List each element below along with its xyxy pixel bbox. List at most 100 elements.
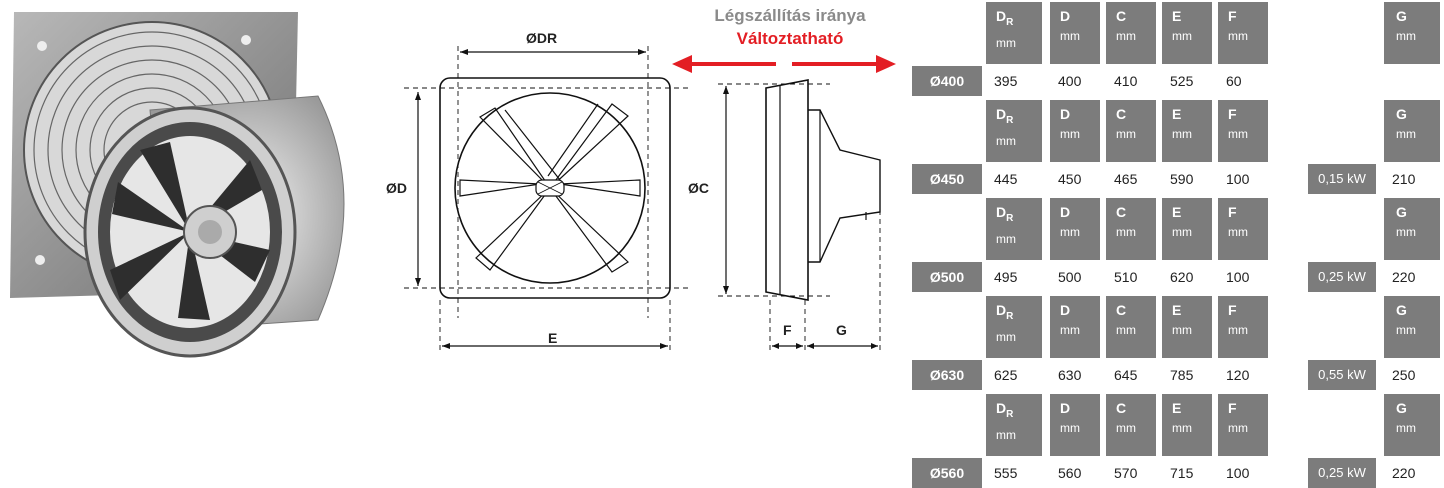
fan-product-photo bbox=[0, 0, 372, 380]
column-header-title: C bbox=[1116, 302, 1127, 318]
power-value: 0,25 kW bbox=[1308, 458, 1376, 488]
column-header-unit: mm bbox=[1060, 127, 1080, 141]
column-header-title: DR bbox=[996, 302, 1014, 322]
column-header-title: G bbox=[1396, 302, 1407, 318]
column-header-title: D bbox=[1060, 204, 1071, 220]
cell-value-e: 590 bbox=[1170, 171, 1194, 187]
cell-value-d: 450 bbox=[1058, 171, 1082, 187]
cell-value-g: 220 bbox=[1392, 269, 1416, 285]
cell-value-c: 410 bbox=[1114, 73, 1138, 89]
column-header-title: C bbox=[1116, 204, 1127, 220]
dim-label-d: ØD bbox=[386, 180, 407, 196]
column-header-subscript: R bbox=[1006, 310, 1014, 322]
cell-value-c: 645 bbox=[1114, 367, 1138, 383]
cell-value-e: 785 bbox=[1170, 367, 1194, 383]
column-header-unit: mm bbox=[996, 329, 1016, 344]
column-header-unit: mm bbox=[1396, 225, 1416, 239]
power-value: 0,55 kW bbox=[1308, 360, 1376, 390]
cell-value-f: 100 bbox=[1226, 171, 1250, 187]
column-header-subscript: R bbox=[1006, 16, 1014, 28]
row-label: Ø560 bbox=[912, 458, 982, 488]
column-header-unit: mm bbox=[996, 231, 1016, 246]
column-header-unit: mm bbox=[1060, 29, 1080, 43]
column-header-title: E bbox=[1172, 106, 1182, 122]
dim-label-dr: ØDR bbox=[526, 30, 558, 46]
cell-value-e: 715 bbox=[1170, 465, 1194, 481]
column-header-unit: mm bbox=[1116, 225, 1136, 239]
column-header-unit: mm bbox=[996, 427, 1016, 442]
cell-value-f: 100 bbox=[1226, 269, 1250, 285]
column-header-subscript: R bbox=[1006, 212, 1014, 224]
column-header-title: E bbox=[1172, 204, 1182, 220]
column-header-unit: mm bbox=[1396, 29, 1416, 43]
column-header-title: DR bbox=[996, 106, 1014, 126]
column-header-unit: mm bbox=[1172, 29, 1192, 43]
column-header-title: F bbox=[1228, 106, 1237, 122]
dim-label-e: E bbox=[548, 330, 558, 346]
technical-drawing bbox=[404, 46, 896, 350]
column-header-title: DR bbox=[996, 400, 1014, 420]
column-header-title: E bbox=[1172, 8, 1182, 24]
column-header-unit: mm bbox=[1228, 127, 1248, 141]
column-header-title: F bbox=[1228, 302, 1237, 318]
cell-value-g: 220 bbox=[1392, 465, 1416, 481]
cell-value-dr: 625 bbox=[994, 367, 1018, 383]
column-header-dr: DR mm bbox=[986, 394, 1042, 456]
power-value: 0,15 kW bbox=[1308, 164, 1376, 194]
cell-value-d: 400 bbox=[1058, 73, 1082, 89]
row-label: Ø630 bbox=[912, 360, 982, 390]
row-label: Ø450 bbox=[912, 164, 982, 194]
column-header-unit: mm bbox=[1060, 421, 1080, 435]
column-header-unit: mm bbox=[1228, 225, 1248, 239]
column-header-unit: mm bbox=[1396, 127, 1416, 141]
column-header-unit: mm bbox=[1228, 421, 1248, 435]
column-header-unit: mm bbox=[1116, 421, 1136, 435]
column-header-title: F bbox=[1228, 400, 1237, 416]
column-header-title: G bbox=[1396, 400, 1407, 416]
column-header-unit: mm bbox=[1172, 421, 1192, 435]
column-header-title: C bbox=[1116, 8, 1127, 24]
row-label: Ø500 bbox=[912, 262, 982, 292]
cell-value-c: 570 bbox=[1114, 465, 1138, 481]
column-header-title: F bbox=[1228, 204, 1237, 220]
dim-label-c: ØC bbox=[688, 180, 709, 196]
column-header-unit: mm bbox=[1060, 323, 1080, 337]
column-header-unit: mm bbox=[1116, 127, 1136, 141]
column-header-unit: mm bbox=[1396, 323, 1416, 337]
column-header-title: E bbox=[1172, 302, 1182, 318]
column-header-unit: mm bbox=[1172, 323, 1192, 337]
airflow-direction-title: Légszállítás iránya bbox=[714, 6, 866, 25]
cell-value-dr: 555 bbox=[994, 465, 1018, 481]
column-header-unit: mm bbox=[1116, 323, 1136, 337]
cell-value-dr: 495 bbox=[994, 269, 1018, 285]
column-header-unit: mm bbox=[1060, 225, 1080, 239]
column-header-title: D bbox=[1060, 106, 1071, 122]
column-header-dr: DR mm bbox=[986, 296, 1042, 358]
cell-value-dr: 395 bbox=[994, 73, 1018, 89]
column-header-title: G bbox=[1396, 204, 1407, 220]
cell-value-f: 100 bbox=[1226, 465, 1250, 481]
column-header-title: G bbox=[1396, 8, 1407, 24]
cell-value-e: 525 bbox=[1170, 73, 1194, 89]
column-header-title: D bbox=[1060, 8, 1071, 24]
column-header-title: F bbox=[1228, 8, 1237, 24]
cell-value-d: 500 bbox=[1058, 269, 1082, 285]
cell-value-c: 510 bbox=[1114, 269, 1138, 285]
